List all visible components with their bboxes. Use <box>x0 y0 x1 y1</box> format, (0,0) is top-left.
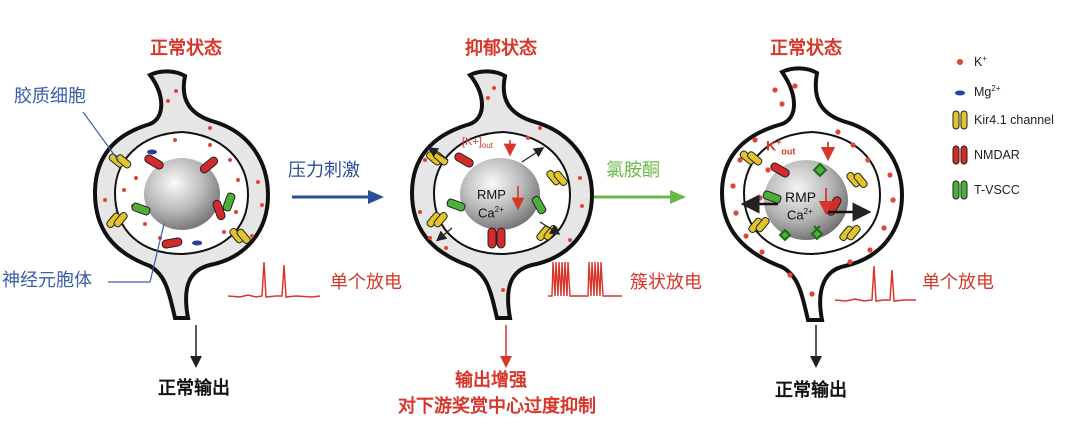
soma-2 <box>460 158 540 230</box>
legend-nmdar-label: NMDAR <box>974 148 1020 162</box>
panel-2-k-out-label: [K+]out <box>462 136 493 151</box>
panel-2-rmp-label: RMP <box>477 187 506 202</box>
panel-2-ca-label: Ca2+ <box>478 205 504 221</box>
panel-1-normal <box>82 69 321 368</box>
channels-3 <box>739 150 868 242</box>
panel-1-title: 正常状态 <box>150 38 222 59</box>
panel-1-discharge-label: 单个放电 <box>330 272 402 293</box>
legend-mg-ion-icon <box>955 90 965 96</box>
stress-arrow <box>292 190 384 204</box>
glia-pointer-line <box>82 111 119 161</box>
panel-2-output-line1: 输出增强 <box>455 370 527 391</box>
panel-1-output-label: 正常输出 <box>158 378 230 399</box>
spike-trace-1 <box>227 261 321 298</box>
legend-mg-label: Mg2+ <box>974 84 1001 100</box>
panel-3-ketamine <box>719 66 916 368</box>
panel-3-rmp-label: RMP <box>785 189 817 205</box>
legend-kir41-icon <box>952 110 968 130</box>
legend-k-label: K+ <box>974 54 988 70</box>
neuron-soma-label: 神经元胞体 <box>2 270 92 291</box>
panel-2-output-line2: 对下游奖赏中心过度抑制 <box>398 396 596 417</box>
legend-nmdar-icon <box>952 145 968 165</box>
panel-2-discharge-label: 簇状放电 <box>630 272 702 293</box>
legend-k-ion-icon <box>957 59 963 65</box>
k-ions-3 <box>730 83 896 297</box>
panel-3-discharge-label: 单个放电 <box>922 272 994 293</box>
flow-arrows-2 <box>427 147 561 242</box>
ketamine-arrow-label: 氯胺酮 <box>606 160 660 181</box>
panel-3-output-label: 正常输出 <box>775 380 847 401</box>
legend-tvscc-label: T-VSCC <box>974 183 1020 197</box>
flow-arrows-3 <box>740 194 872 222</box>
legend-tvscc-icon <box>952 180 968 200</box>
k-ions-2 <box>418 86 584 292</box>
channels-1 <box>106 149 251 249</box>
soma-1 <box>144 158 220 230</box>
soma-3 <box>764 160 848 240</box>
glia-label: 胶质细胞 <box>14 86 86 107</box>
ketamine-arrow <box>594 190 686 204</box>
panel-3-title: 正常状态 <box>770 38 842 59</box>
stress-arrow-label: 压力刺激 <box>288 160 360 181</box>
panel-2-title: 抑郁状态 <box>465 38 537 59</box>
panel-2-depressed <box>409 69 622 368</box>
panel-3-k-out-label: K+out <box>766 137 796 157</box>
legend-symbols <box>952 59 968 200</box>
panel-3-ca-label: Ca2+ <box>787 207 813 223</box>
spike-trace-2 <box>548 261 622 297</box>
legend-kir41-label: Kir4.1 channel <box>974 113 1054 127</box>
spike-trace-3 <box>834 265 916 302</box>
soma-pointer-line <box>108 223 165 283</box>
